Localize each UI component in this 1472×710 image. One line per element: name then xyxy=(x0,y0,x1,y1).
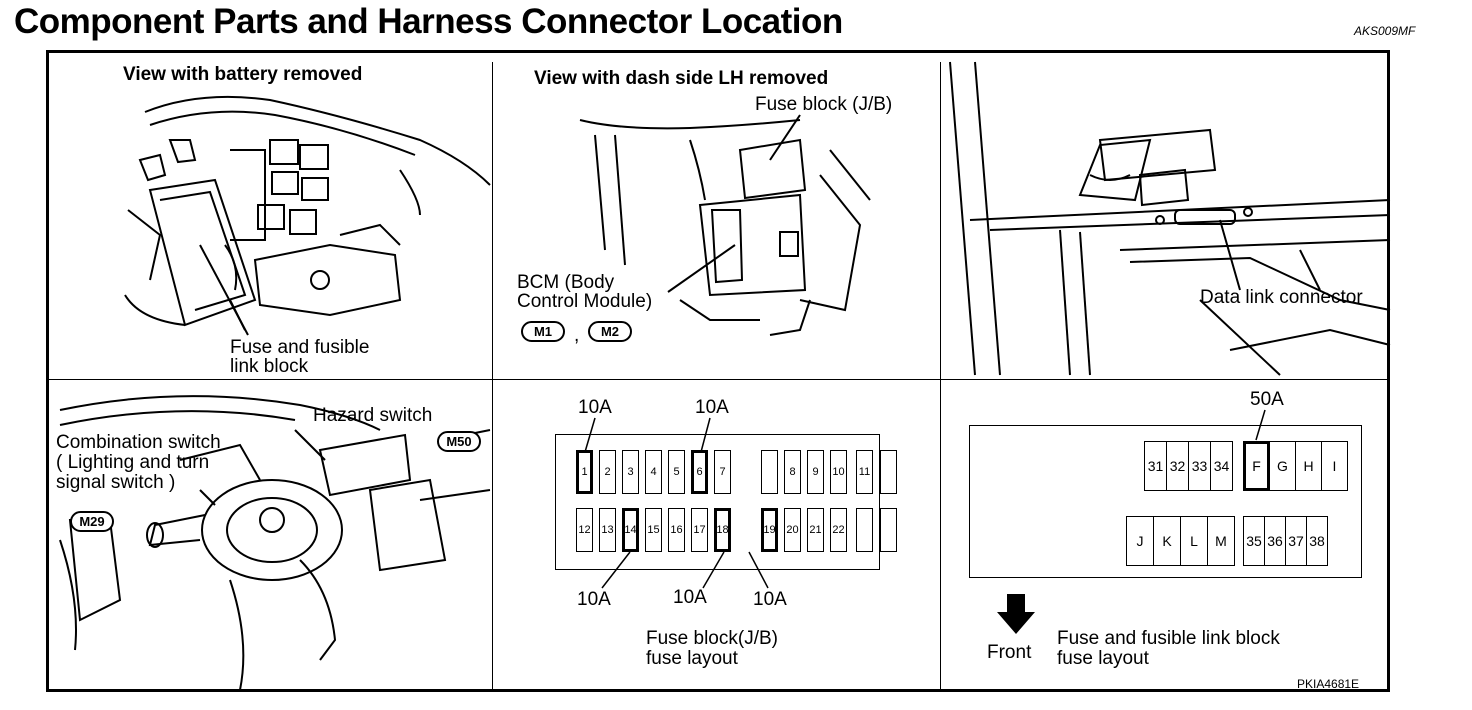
bcm-label-line2: Control Module) xyxy=(517,291,653,312)
jb-fuse-slot: 5 xyxy=(668,450,685,494)
jb-fuse-slot: 7 xyxy=(714,450,731,494)
jb-fuse-slot: 21 xyxy=(807,508,824,552)
combination-switch-label-line1: Combination switch xyxy=(56,432,221,453)
rating-top-1: 10A xyxy=(578,397,612,418)
fusible-link-slot: L xyxy=(1180,516,1208,566)
dash-side-drawing xyxy=(579,114,871,336)
jb-fuse-slot xyxy=(880,508,897,552)
jb-fuse-slot: 8 xyxy=(784,450,801,494)
fusible-link-slot: I xyxy=(1321,441,1348,491)
fusible-leader-line xyxy=(1255,409,1266,441)
jb-leader-lines xyxy=(584,417,769,589)
fusible-link-block xyxy=(969,425,1362,578)
fusible-link-slot: 31 xyxy=(1144,441,1167,491)
fusible-link-slot: 38 xyxy=(1306,516,1328,566)
jb-fuse-slot: 19 xyxy=(761,508,778,552)
front-label: Front xyxy=(987,642,1032,663)
combination-switch-label-line2: ( Lighting and turn xyxy=(56,452,210,473)
fuse-block-label: Fuse block (J/B) xyxy=(755,94,893,115)
combination-switch-label-line3: signal switch ) xyxy=(56,472,176,493)
fusible-link-slot: 37 xyxy=(1285,516,1307,566)
fusible-caption-line2: fuse layout xyxy=(1057,648,1149,669)
rating-top-2: 10A xyxy=(695,397,729,418)
divider-h xyxy=(48,379,1388,380)
fusible-link-slot: 34 xyxy=(1210,441,1233,491)
fusible-link-slot: M xyxy=(1207,516,1235,566)
fusible-link-slot: K xyxy=(1153,516,1181,566)
engine-bay-drawing xyxy=(124,95,491,336)
jb-fuse-slot xyxy=(761,450,778,494)
jb-fuse-slot xyxy=(856,508,873,552)
jb-fuse-slot: 15 xyxy=(645,508,662,552)
jb-caption-line1: Fuse block(J/B) xyxy=(646,628,778,649)
jb-fuse-slot: 22 xyxy=(830,508,847,552)
rating-bottom-1: 10A xyxy=(577,589,611,610)
fusible-link-slot: J xyxy=(1126,516,1154,566)
jb-fuse-slot: 12 xyxy=(576,508,593,552)
jb-fuse-slot: 17 xyxy=(691,508,708,552)
document-code: AKS009MF xyxy=(1354,24,1416,38)
jb-fuse-slot: 4 xyxy=(645,450,662,494)
data-link-connector-label: Data link connector xyxy=(1200,287,1363,308)
jb-fuse-slot: 10 xyxy=(830,450,847,494)
panel2-caption: View with dash side LH removed xyxy=(534,68,829,89)
page-title: Component Parts and Harness Connector Lo… xyxy=(14,2,843,41)
divider-v2 xyxy=(940,62,941,690)
part-code: PKIA4681E xyxy=(1297,677,1360,691)
diagram-frame xyxy=(46,50,1390,692)
front-arrow-icon xyxy=(997,594,1035,634)
jb-fuse-slot: 13 xyxy=(599,508,616,552)
rating-bottom-2: 10A xyxy=(673,587,707,608)
panel1-caption: View with battery removed xyxy=(123,64,363,85)
bcm-label-line1: BCM (Body xyxy=(517,272,615,293)
fusible-link-slot: H xyxy=(1295,441,1322,491)
jb-fuse-slot: 16 xyxy=(668,508,685,552)
jb-fuse-slot: 14 xyxy=(622,508,639,552)
connector-separator: , xyxy=(574,325,580,346)
dash-underside-drawing xyxy=(949,61,1391,376)
fusible-link-slot: G xyxy=(1269,441,1296,491)
jb-caption-line2: fuse layout xyxy=(646,648,738,669)
fuse-fusible-label-line2: link block xyxy=(230,356,309,377)
jb-fuse-slot: 6 xyxy=(691,450,708,494)
jb-fuse-slot: 18 xyxy=(714,508,731,552)
fusible-link-slot: F xyxy=(1243,441,1270,491)
fusible-caption-line1: Fuse and fusible link block xyxy=(1057,628,1280,649)
divider-v1 xyxy=(492,62,493,690)
jb-fuse-slot xyxy=(880,450,897,494)
jb-fuse-slot: 11 xyxy=(856,450,873,494)
fusible-link-slot: 35 xyxy=(1243,516,1265,566)
hazard-switch-label: Hazard switch xyxy=(313,405,433,426)
connector-m2: M2 xyxy=(588,321,632,342)
fusible-link-slot: 33 xyxy=(1188,441,1211,491)
fusible-link-slot: 36 xyxy=(1264,516,1286,566)
jb-fuse-slot: 20 xyxy=(784,508,801,552)
connector-m50: M50 xyxy=(437,431,481,452)
rating-50a: 50A xyxy=(1250,389,1284,410)
connector-m29: M29 xyxy=(70,511,114,532)
fuse-fusible-label-line1: Fuse and fusible xyxy=(230,337,370,358)
rating-bottom-3: 10A xyxy=(753,589,787,610)
jb-fuse-slot: 3 xyxy=(622,450,639,494)
connector-m1: M1 xyxy=(521,321,565,342)
fusible-link-slot: 32 xyxy=(1166,441,1189,491)
jb-fuse-slot: 2 xyxy=(599,450,616,494)
jb-fuse-slot: 9 xyxy=(807,450,824,494)
